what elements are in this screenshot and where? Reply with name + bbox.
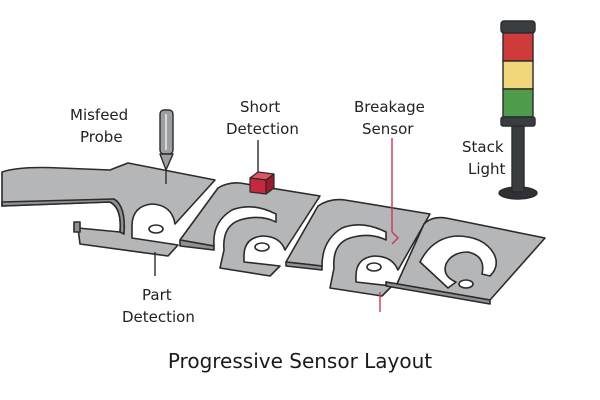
- breakage-sensor: [379, 138, 399, 312]
- stack-light-cap: [500, 20, 536, 34]
- stack-light-label-line1: Stack: [462, 138, 504, 156]
- pilot-hole-1: [148, 224, 164, 234]
- diagram-title: Progressive Sensor Layout: [168, 349, 432, 373]
- breakage-mark: [391, 231, 399, 245]
- segment-4-cutout: [419, 235, 498, 289]
- stack-light-red: [502, 32, 534, 62]
- part-detection-label-line2: Detection: [122, 308, 195, 326]
- stack-light-yellow: [502, 60, 534, 90]
- stack-light-bottom: [500, 116, 536, 127]
- strip-segment-3: [285, 198, 431, 297]
- breakage-sensor-label-line1: Breakage: [354, 98, 425, 116]
- segment-3-edge: [285, 261, 323, 271]
- segment-3-body: [285, 198, 431, 297]
- pilot-hole-2: [254, 242, 270, 252]
- stack-light: [498, 20, 538, 200]
- stack-light-pole: [511, 123, 525, 193]
- segment-4-body: [385, 216, 546, 301]
- segment-1-tab: [73, 221, 81, 233]
- segment-1-edge: [1, 198, 126, 235]
- short-sensor-side: [265, 173, 275, 195]
- short-sensor-front: [249, 177, 267, 195]
- strip-segment-4: [385, 216, 546, 305]
- short-detection-sensor: [249, 140, 275, 195]
- part-detection-label-line1: Part: [142, 286, 172, 304]
- breakage-sensor-label-line2: Sensor: [362, 120, 414, 138]
- segment-2-body: [179, 182, 321, 277]
- misfeed-probe-label-line1: Misfeed: [70, 106, 128, 124]
- stack-light-label-line2: Light: [468, 160, 506, 178]
- strip-segment-1: [1, 162, 216, 257]
- misfeed-probe: [159, 109, 174, 184]
- segment-2-edge: [179, 239, 215, 251]
- pilot-hole-4: [458, 279, 474, 289]
- misfeed-probe-label-line2: Probe: [80, 128, 123, 146]
- stack-light-green: [502, 88, 534, 118]
- metal-strip: [1, 162, 546, 305]
- probe-tip: [159, 153, 174, 171]
- strip-segment-2: [179, 182, 321, 277]
- short-detection-label-line1: Short: [240, 98, 280, 116]
- pilot-hole-3: [366, 262, 382, 272]
- segment-4-edge: [385, 281, 491, 305]
- short-detection-label-line2: Detection: [226, 120, 299, 138]
